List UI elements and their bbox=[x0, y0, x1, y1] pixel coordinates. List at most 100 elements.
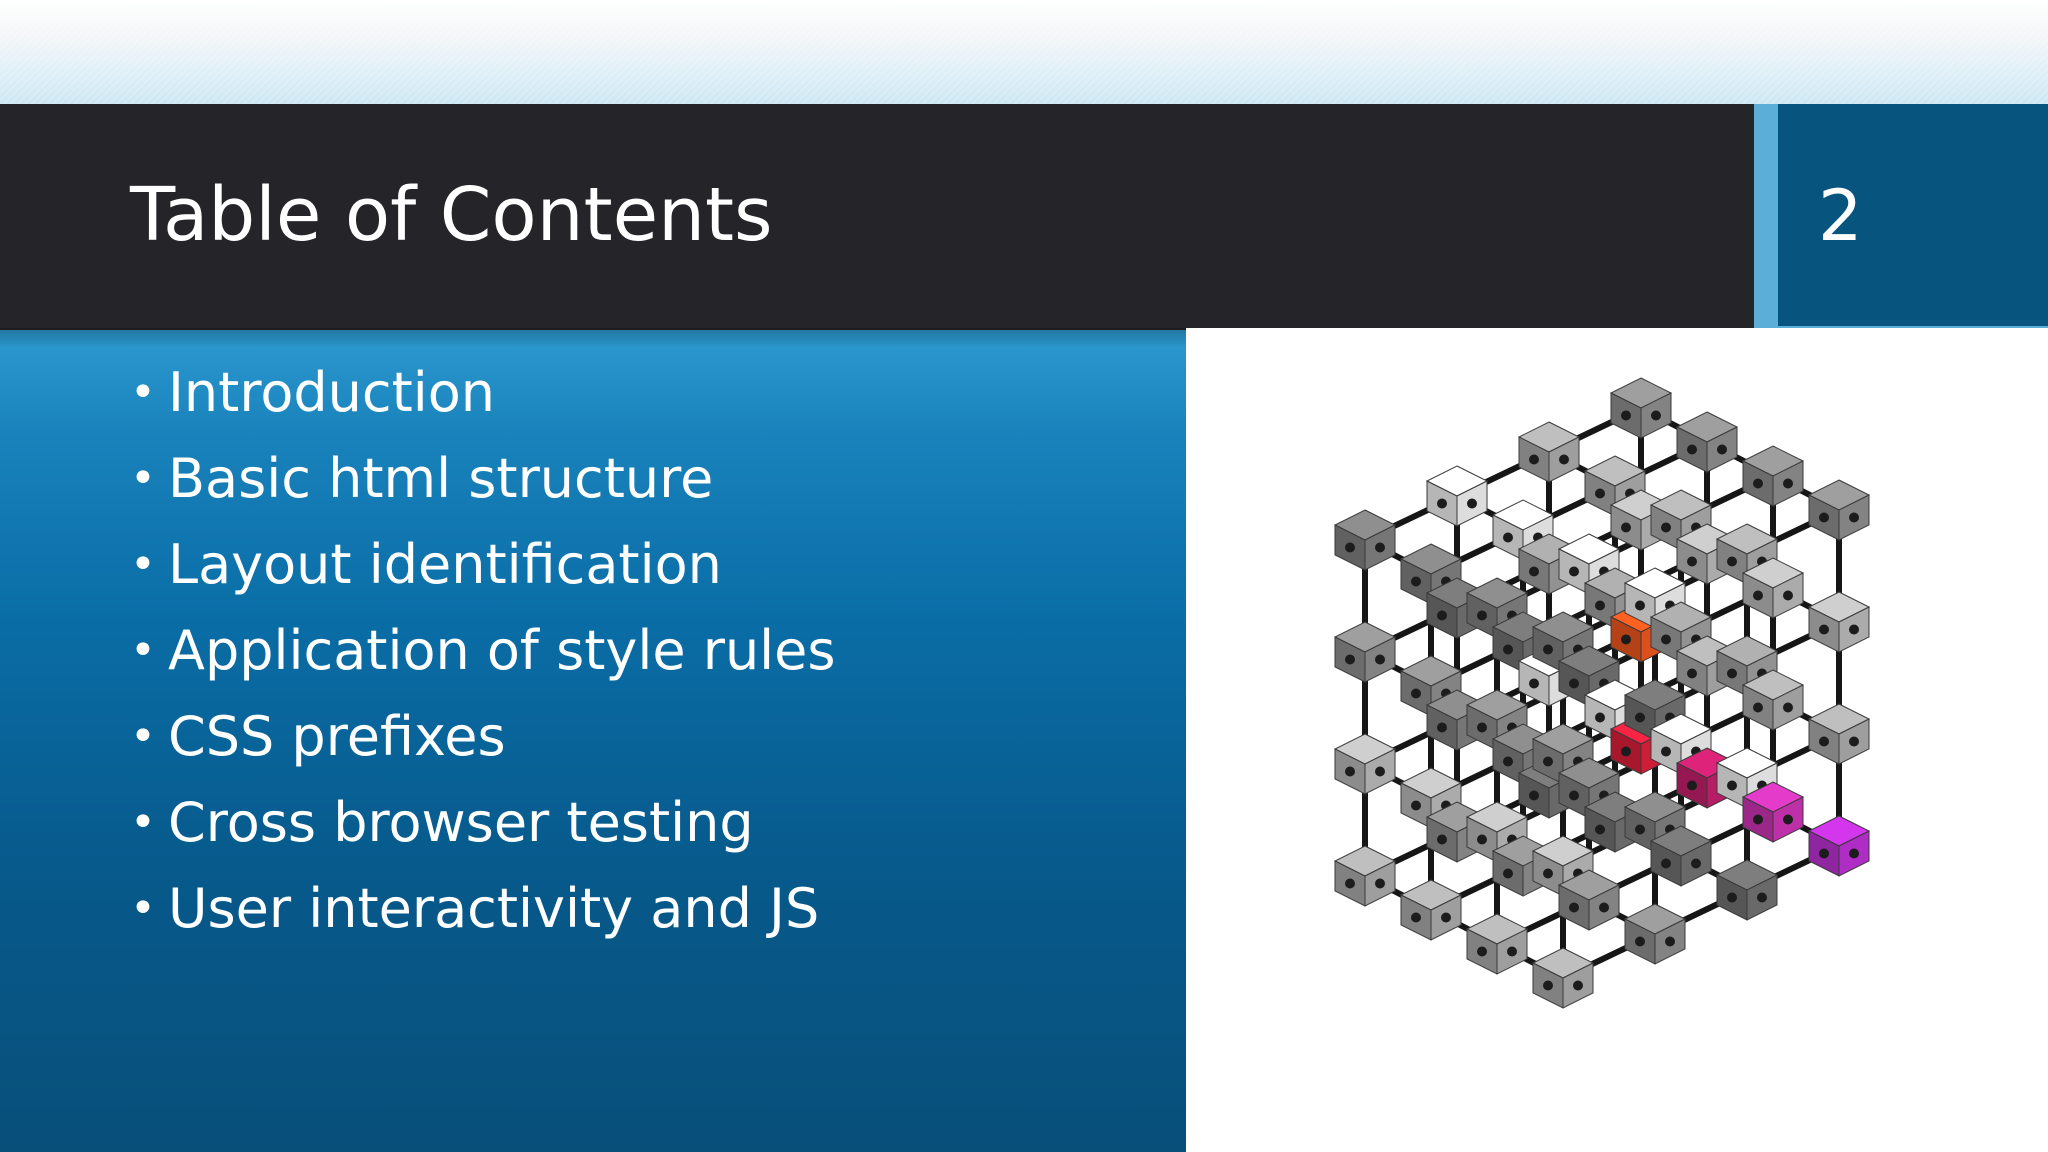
cube-node-hole bbox=[1687, 444, 1697, 455]
cube-node-hole bbox=[1661, 746, 1671, 757]
cube-node-hole bbox=[1849, 512, 1859, 523]
cube-node-hole bbox=[1437, 610, 1447, 621]
content-area bbox=[0, 330, 1186, 1152]
cube-node-hole bbox=[1345, 542, 1355, 553]
cube-node-hole bbox=[1543, 756, 1553, 767]
bullet-icon: • bbox=[130, 625, 156, 676]
cube-node-hole bbox=[1477, 834, 1487, 845]
toc-item-label: Layout identification bbox=[168, 533, 722, 596]
bullet-icon: • bbox=[130, 453, 156, 504]
cube-node-hole bbox=[1687, 556, 1697, 567]
cube-node-hole bbox=[1753, 814, 1763, 825]
slide-number: 2 bbox=[1818, 175, 1863, 257]
cube-node-hole bbox=[1783, 814, 1793, 825]
cube-node-hole bbox=[1503, 644, 1513, 655]
cube-node-hole bbox=[1753, 478, 1763, 489]
cube-node-hole bbox=[1411, 912, 1421, 923]
cube-node-hole bbox=[1819, 848, 1829, 859]
cube-node-hole bbox=[1651, 410, 1661, 421]
table-of-contents-list: • Introduction • Basic html structure • … bbox=[130, 350, 836, 952]
toc-item-user-interactivity: • User interactivity and JS bbox=[130, 866, 836, 952]
cube-node-hole bbox=[1757, 892, 1767, 903]
cube-node-hole bbox=[1437, 498, 1447, 509]
cube-node-hole bbox=[1635, 712, 1645, 723]
cube-node-hole bbox=[1467, 498, 1477, 509]
cube-node-hole bbox=[1569, 566, 1579, 577]
cube-node-hole bbox=[1529, 790, 1539, 801]
toc-item-cross-browser-testing: • Cross browser testing bbox=[130, 780, 836, 866]
cube-node-hole bbox=[1849, 624, 1859, 635]
cube-node-hole bbox=[1595, 712, 1605, 723]
cube-node-hole bbox=[1411, 576, 1421, 587]
bullet-icon: • bbox=[130, 711, 156, 762]
cube-node-hole bbox=[1543, 868, 1553, 879]
cube-node-hole bbox=[1529, 566, 1539, 577]
cube-node-hole bbox=[1621, 522, 1631, 533]
cube-node-hole bbox=[1621, 746, 1631, 757]
cube-node-hole bbox=[1559, 454, 1569, 465]
cube-node-hole bbox=[1573, 980, 1583, 991]
cube-node-hole bbox=[1503, 756, 1513, 767]
header-band bbox=[0, 0, 2048, 104]
cube-node-hole bbox=[1599, 902, 1609, 913]
cube-node-hole bbox=[1569, 678, 1579, 689]
cube-node-hole bbox=[1727, 556, 1737, 567]
cube-node-hole bbox=[1727, 780, 1737, 791]
cube-node-hole bbox=[1635, 936, 1645, 947]
cube-node-hole bbox=[1691, 858, 1701, 869]
cube-node-hole bbox=[1635, 600, 1645, 611]
cube-node-hole bbox=[1411, 800, 1421, 811]
cube-node-hole bbox=[1569, 902, 1579, 913]
toc-item-label: User interactivity and JS bbox=[168, 877, 820, 940]
slide-title: Table of Contents bbox=[130, 172, 773, 258]
cube-node-hole bbox=[1687, 780, 1697, 791]
cube-node-hole bbox=[1727, 892, 1737, 903]
cube-node-hole bbox=[1345, 654, 1355, 665]
cube-node-hole bbox=[1661, 634, 1671, 645]
cube-node-hole bbox=[1411, 688, 1421, 699]
cube-node-hole bbox=[1503, 868, 1513, 879]
cube-node-hole bbox=[1437, 834, 1447, 845]
cube-node-hole bbox=[1727, 668, 1737, 679]
cube-node-hole bbox=[1783, 590, 1793, 601]
bullet-icon: • bbox=[130, 883, 156, 934]
cube-node-hole bbox=[1819, 624, 1829, 635]
cube-node-hole bbox=[1595, 824, 1605, 835]
cube-node-hole bbox=[1819, 736, 1829, 747]
cube-node-hole bbox=[1507, 946, 1517, 957]
slide-image bbox=[1186, 328, 2048, 1152]
cube-node-hole bbox=[1753, 702, 1763, 713]
cube-node-hole bbox=[1621, 410, 1631, 421]
cube-node-hole bbox=[1529, 678, 1539, 689]
toc-item-label: Introduction bbox=[168, 361, 496, 424]
title-bar bbox=[0, 104, 1754, 330]
toc-item-style-rules: • Application of style rules bbox=[130, 608, 836, 694]
cube-node-hole bbox=[1345, 766, 1355, 777]
toc-item-introduction: • Introduction bbox=[130, 350, 836, 436]
bullet-icon: • bbox=[130, 539, 156, 590]
cube-node-hole bbox=[1595, 488, 1605, 499]
cube-node-hole bbox=[1375, 766, 1385, 777]
cube-node-hole bbox=[1783, 702, 1793, 713]
cube-node-hole bbox=[1717, 444, 1727, 455]
cube-node-hole bbox=[1661, 858, 1671, 869]
cube-node-hole bbox=[1569, 790, 1579, 801]
cube-node-hole bbox=[1621, 634, 1631, 645]
cube-node-hole bbox=[1595, 600, 1605, 611]
toc-item-layout-identification: • Layout identification bbox=[130, 522, 836, 608]
cube-node-hole bbox=[1635, 824, 1645, 835]
toc-item-label: CSS prefixes bbox=[168, 705, 506, 768]
cube-node-hole bbox=[1687, 668, 1697, 679]
toc-item-label: Basic html structure bbox=[168, 447, 714, 510]
cube-node-hole bbox=[1441, 912, 1451, 923]
cube-node-hole bbox=[1849, 848, 1859, 859]
cube-node-hole bbox=[1503, 532, 1513, 543]
cube-node-hole bbox=[1543, 644, 1553, 655]
toc-item-label: Cross browser testing bbox=[168, 791, 754, 854]
cube-node-hole bbox=[1477, 946, 1487, 957]
cube-node-hole bbox=[1819, 512, 1829, 523]
title-shadow bbox=[0, 328, 1186, 348]
cube-node-hole bbox=[1529, 454, 1539, 465]
molecule-cube-icon bbox=[1333, 377, 1871, 1009]
cube-node-hole bbox=[1849, 736, 1859, 747]
